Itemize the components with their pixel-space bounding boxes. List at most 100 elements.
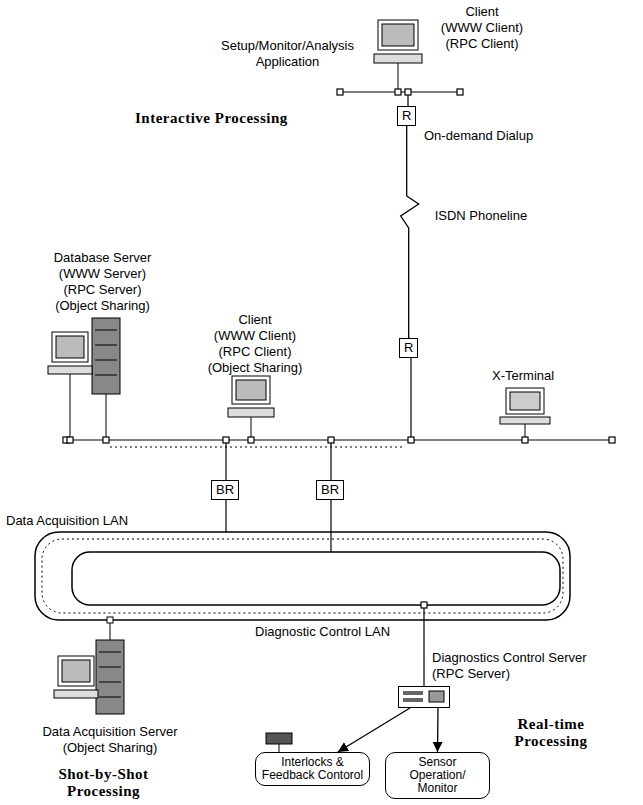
- server-icon-part: [96, 640, 124, 714]
- node-text: (WWW Client): [432, 20, 532, 36]
- server-icon-part: [403, 698, 423, 702]
- workstation-icon-part: [382, 24, 414, 46]
- workstation-icon: [228, 376, 274, 440]
- main-lan-bus-part: [66, 439, 612, 440]
- server-label: Database Server(WWW Server)(RPC Server)(…: [40, 250, 165, 314]
- server-label: Data Acquisition Server(Object Sharing): [15, 724, 205, 756]
- control-arrow: [338, 708, 410, 752]
- node-text: X-Terminal: [492, 368, 554, 384]
- control-arrow: [437, 708, 439, 752]
- control-server: Diagnostics Control Server(RPC Server): [398, 650, 587, 708]
- process-box: Interlocks & Feedback Contorol: [255, 752, 370, 786]
- node-text: (RPC Server): [40, 282, 165, 298]
- section-title: Interactive Processing: [135, 110, 288, 127]
- node-text: Client: [200, 312, 310, 328]
- node-text: BR: [321, 482, 339, 498]
- workstation-label: Client(WWW Client)(RPC Client): [432, 4, 532, 52]
- server-icon-part: [58, 656, 94, 686]
- bridge-router-box: BR: [316, 480, 344, 500]
- annotation: Setup/Monitor/Analysis Application: [200, 38, 375, 70]
- section-title: Real-time Processing: [505, 716, 597, 750]
- server-icon-part: [95, 360, 117, 361]
- node-text: Diagnostics Control Server: [432, 650, 587, 666]
- workstation-label: Client(WWW Client)(RPC Client)(Object Sh…: [200, 312, 310, 376]
- server-link-part: [423, 605, 424, 690]
- server-icon: [54, 617, 124, 714]
- main-lan-bus-part: [609, 437, 615, 443]
- workstation-icon-part: [228, 408, 274, 417]
- workstation-icon-part: [398, 63, 399, 92]
- remote-lan-bus-part: [457, 89, 463, 95]
- main-lan-bus-part: [522, 437, 528, 443]
- main-lan-bus-part: [330, 500, 331, 552]
- server-icon: [48, 318, 120, 440]
- server-icon-part: [403, 691, 423, 695]
- router-box: R: [397, 106, 416, 126]
- node-text: Sensor Operation/ Monitor: [391, 756, 484, 795]
- node-text: (Object Sharing): [15, 740, 205, 756]
- main-lan-bus-part: [248, 437, 254, 443]
- node-text: Database Server: [40, 250, 165, 266]
- isdn-line: [401, 126, 419, 338]
- node-text: (WWW Client): [200, 328, 310, 344]
- terminal-label: X-Terminal: [492, 368, 554, 384]
- node-text: (Object Sharing): [200, 360, 310, 376]
- main-lan-bus-part: [330, 443, 331, 480]
- main-lan-bus-part: [223, 437, 229, 443]
- workstation-icon-part: [378, 20, 418, 50]
- server-link: [421, 602, 427, 690]
- edge-label: ISDN Phoneline: [433, 208, 530, 224]
- terminal-icon-part: [500, 417, 550, 424]
- server-icon-part: [95, 375, 117, 376]
- lan-ring: [35, 532, 570, 620]
- network-label: Diagnostic Control LAN: [255, 624, 390, 640]
- server-icon-part: [106, 394, 107, 440]
- text-group: Diagnostics Control Server(RPC Server): [432, 650, 587, 682]
- node-text: (RPC Server): [432, 666, 587, 682]
- router-line-part: [410, 358, 411, 440]
- device-icon-part: [279, 744, 280, 752]
- main-lan-bus-part: [328, 437, 334, 443]
- workstation-icon-part: [232, 376, 270, 404]
- server-icon-part: [54, 690, 98, 698]
- traffic-path: [42, 447, 563, 613]
- server-icon-part: [52, 332, 88, 362]
- server-icon-part: [99, 682, 121, 683]
- server-icon: [398, 686, 450, 708]
- server-icon-part: [56, 336, 84, 358]
- lan-ring-part: [72, 552, 560, 605]
- node-text: BR: [216, 482, 234, 498]
- node-text: Client: [432, 4, 532, 20]
- device-icon: [266, 733, 292, 752]
- main-lan-bus: [63, 437, 615, 552]
- remote-lan-bus-part: [407, 95, 408, 106]
- router-line: [410, 358, 411, 440]
- server-icon-part: [99, 667, 121, 668]
- process-box: Sensor Operation/ Monitor: [385, 752, 490, 799]
- workstation-icon: [374, 20, 422, 92]
- server-icon-part: [70, 374, 71, 440]
- server-icon-part: [429, 691, 444, 702]
- main-lan-bus-part: [225, 500, 226, 532]
- traffic-path-part: [110, 447, 404, 448]
- server-link-part: [421, 602, 427, 608]
- remote-lan-bus: [337, 89, 463, 106]
- traffic-path-part: [42, 539, 563, 613]
- terminal-icon: [500, 388, 550, 440]
- main-lan-bus-part: [225, 443, 226, 480]
- server-icon-part: [399, 687, 450, 708]
- terminal-icon-part: [510, 392, 540, 410]
- server-icon-part: [107, 617, 113, 623]
- node-text: Data Acquisition Server: [15, 724, 205, 740]
- router-box: R: [399, 338, 418, 358]
- annotation: On-demand Dialup: [424, 128, 533, 144]
- main-lan-bus-part: [408, 437, 414, 443]
- node-text: R: [404, 340, 413, 356]
- server-icon-part: [99, 697, 121, 698]
- device-icon-part: [266, 733, 292, 744]
- network-label: Data Acquisition LAN: [6, 513, 128, 529]
- lan-ring-part: [35, 532, 570, 620]
- main-lan-bus-part: [103, 437, 109, 443]
